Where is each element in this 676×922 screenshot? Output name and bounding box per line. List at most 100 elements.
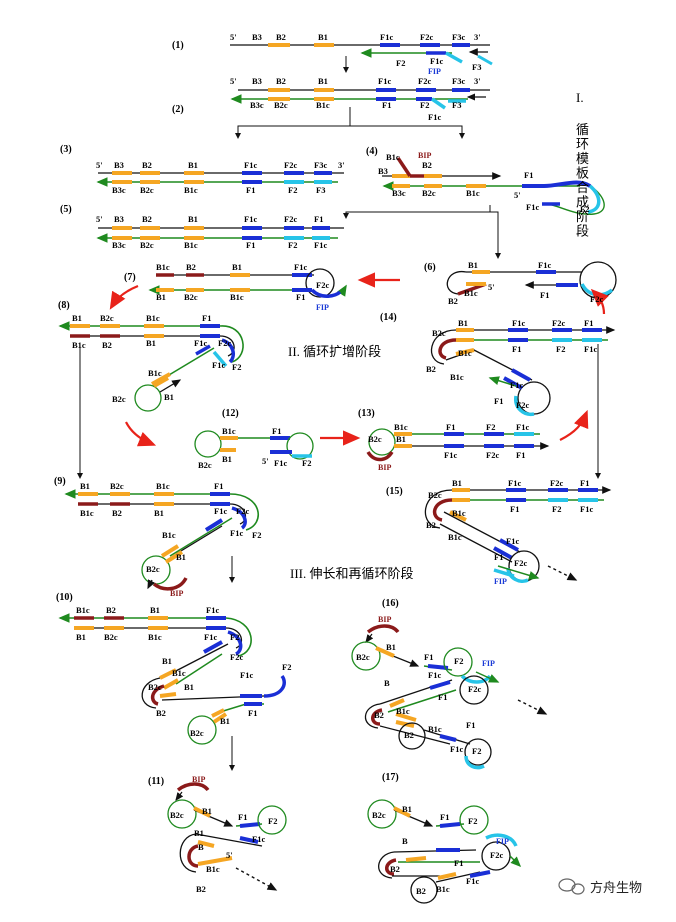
- region-label: F1: [510, 504, 519, 514]
- region-label: B1: [188, 214, 198, 224]
- region-label: F1: [454, 858, 463, 868]
- region-label: F1: [584, 318, 593, 328]
- region-label: F1c: [430, 56, 443, 66]
- step-number: (16): [382, 598, 399, 609]
- region-label: F1: [438, 692, 447, 702]
- region-label: F1: [516, 450, 525, 460]
- region-label: B2c: [100, 313, 114, 323]
- region-label: F2: [420, 100, 429, 110]
- region-label: B2c: [170, 810, 184, 820]
- region-label: B1c: [448, 532, 462, 542]
- region-label: F2c: [218, 338, 231, 348]
- region-label: F1c: [206, 605, 219, 615]
- region-label: B1: [220, 716, 230, 726]
- region-label: B2c: [368, 434, 382, 444]
- region-label: F1c: [380, 32, 393, 42]
- region-label: F2c: [420, 32, 433, 42]
- region-label: F1c: [428, 112, 441, 122]
- region-label: B2: [404, 730, 414, 740]
- region-label: B1c: [184, 185, 198, 195]
- region-label: F2c: [418, 76, 431, 86]
- region-label: F3c: [314, 160, 327, 170]
- region-label: F3c: [452, 76, 465, 86]
- region-label: B2: [426, 520, 436, 530]
- region-label: B3c: [392, 188, 406, 198]
- step-number: (3): [60, 144, 72, 155]
- region-label: F2: [552, 504, 561, 514]
- region-label: F2c: [550, 478, 563, 488]
- region-label: B3: [252, 32, 262, 42]
- step-17: [367, 799, 522, 904]
- region-label: B1c: [156, 262, 170, 272]
- region-label: F1: [272, 426, 281, 436]
- region-label: F2c: [486, 450, 499, 460]
- step-16: [351, 624, 548, 770]
- region-label: B1c: [450, 372, 464, 382]
- region-label: B2: [156, 708, 166, 718]
- region-label: B1c: [156, 481, 170, 491]
- region-label: B3c: [112, 240, 126, 250]
- stage1-heading-char: 循: [576, 123, 589, 138]
- region-label: B2: [196, 884, 206, 894]
- region-label: B1: [202, 806, 212, 816]
- region-label: F2: [288, 240, 297, 250]
- region-label: F1c: [252, 834, 265, 844]
- region-label: F2c: [284, 214, 297, 224]
- region-label: F1c: [508, 478, 521, 488]
- region-label: B2: [374, 710, 384, 720]
- step-number: (5): [60, 204, 72, 215]
- region-label: F1: [524, 170, 533, 180]
- region-label: 5': [488, 282, 495, 292]
- region-label: B2: [390, 864, 400, 874]
- region-label: 5': [262, 456, 269, 466]
- region-label: F1: [512, 344, 521, 354]
- arrow-14-6: [590, 288, 609, 315]
- region-label: B2c: [428, 490, 442, 500]
- step-13: [366, 428, 550, 462]
- region-label: B2c: [110, 481, 124, 491]
- region-label: B1c: [452, 508, 466, 518]
- step-number: (12): [222, 408, 239, 419]
- region-label: B2c: [198, 460, 212, 470]
- region-label: F1: [214, 481, 223, 491]
- region-label: B1c: [76, 605, 90, 615]
- region-label: B1c: [146, 313, 160, 323]
- region-label: F1c: [526, 202, 539, 212]
- region-label: F1c: [314, 240, 327, 250]
- region-label: 5': [96, 160, 103, 170]
- region-label: F1c: [274, 458, 287, 468]
- region-label: F2: [454, 656, 463, 666]
- stage1-heading-char: 段: [576, 225, 589, 240]
- region-label: B3: [114, 160, 124, 170]
- region-label: F1: [202, 313, 211, 323]
- step-number: (2): [172, 104, 184, 115]
- bip-label: BIP: [170, 589, 183, 598]
- bip-label: BIP: [378, 615, 391, 624]
- region-label: B1: [80, 481, 90, 491]
- arrow-7-8: [109, 284, 139, 310]
- branch-arrows-4: [343, 205, 501, 259]
- step-number: (6): [424, 262, 436, 273]
- region-label: B1: [194, 828, 204, 838]
- region-label: F1c: [240, 670, 253, 680]
- region-label: F3: [316, 185, 325, 195]
- region-label: F1c: [378, 76, 391, 86]
- step-number: (14): [380, 312, 397, 323]
- region-label: B2c: [190, 728, 204, 738]
- step-15: [424, 486, 612, 583]
- step-10: [58, 613, 286, 745]
- region-label: B1c: [184, 240, 198, 250]
- region-label: F2: [302, 458, 311, 468]
- region-label: B2: [142, 160, 152, 170]
- step-number: (7): [124, 272, 136, 283]
- fip-label: FIP: [482, 659, 495, 668]
- branch-arrows-2: [235, 107, 465, 139]
- region-label: F1c: [194, 338, 207, 348]
- region-label: B2: [106, 605, 116, 615]
- bip-label: BIP: [418, 151, 431, 160]
- region-label: B1c: [162, 530, 176, 540]
- step-11: [167, 782, 287, 891]
- region-label: B1: [458, 318, 468, 328]
- region-label: B1c: [148, 632, 162, 642]
